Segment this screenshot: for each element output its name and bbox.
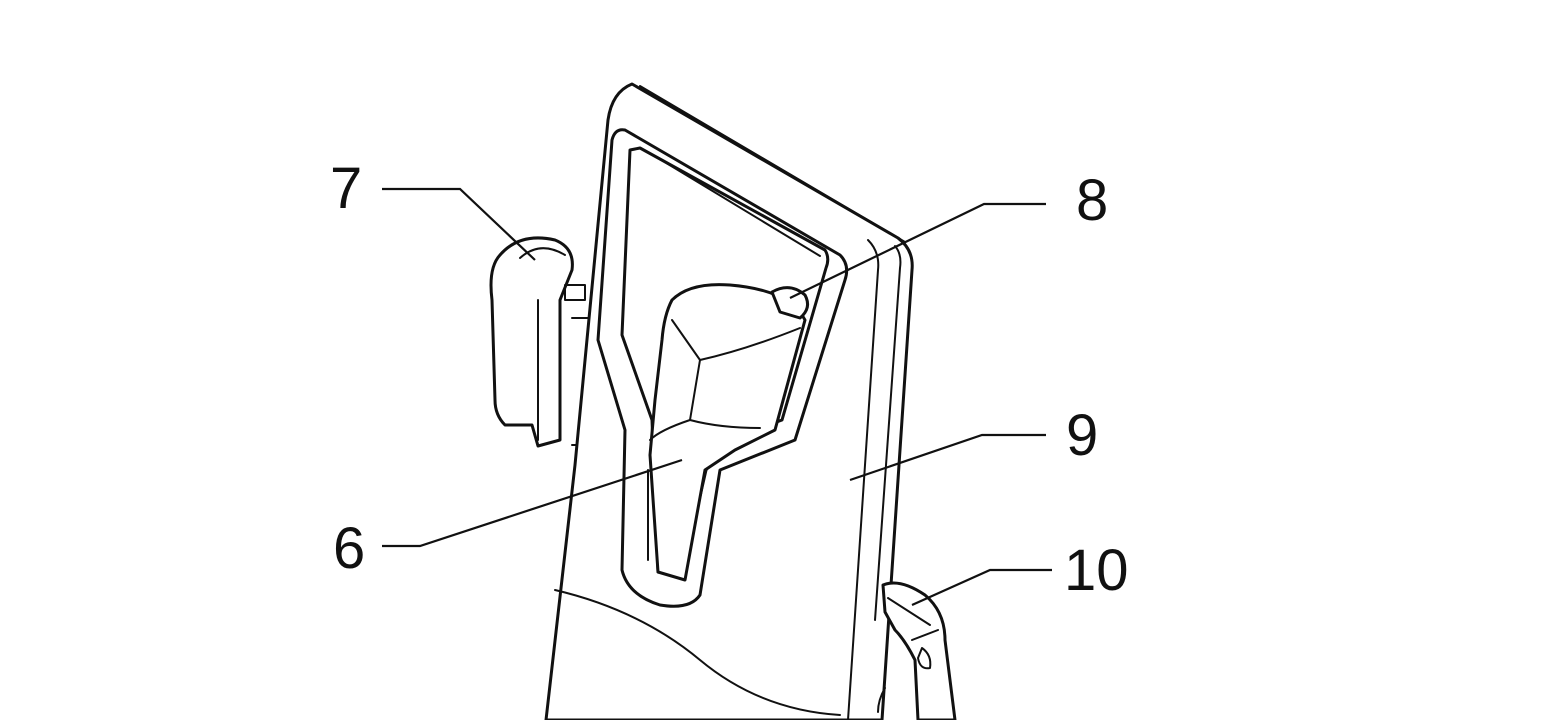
- leader-10: [912, 570, 1052, 605]
- callout-6: 6: [333, 516, 365, 581]
- cable-hook: [883, 583, 955, 720]
- callout-10: 10: [1064, 538, 1129, 603]
- callout-9: 9: [1066, 403, 1098, 468]
- callout-8: 8: [1076, 168, 1108, 233]
- callout-7: 7: [330, 156, 362, 221]
